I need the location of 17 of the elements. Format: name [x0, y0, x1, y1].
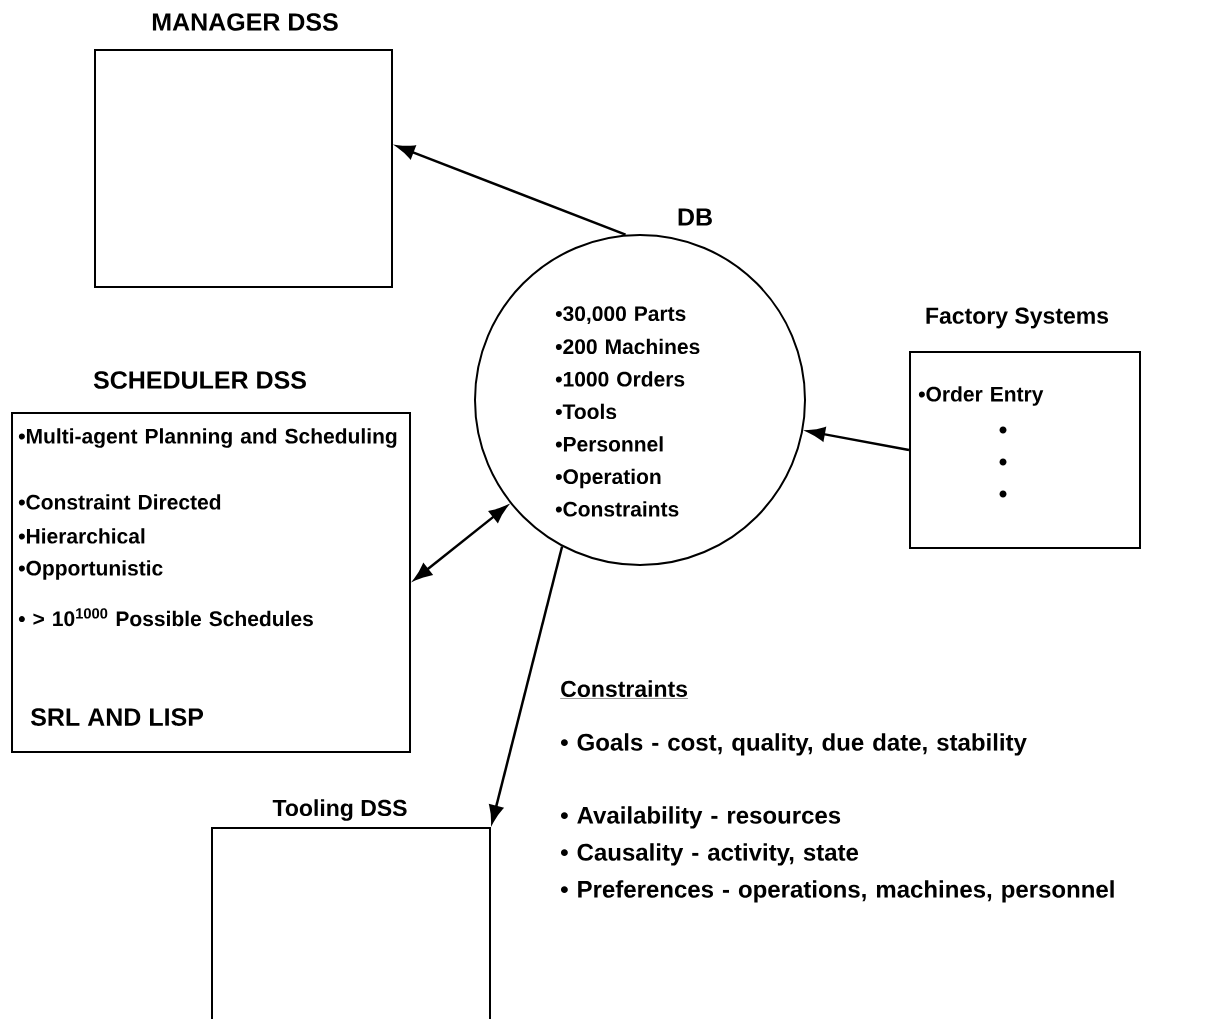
dss-box: Factory Systems •Order Entry	[909, 307, 1141, 549]
constraint-item: • Goals - cost, quality, due date, stability	[561, 733, 1027, 756]
node-label: Tooling DSS	[272, 799, 407, 821]
constraint-item: • Preferences - operations, machines, personnel	[561, 880, 1114, 903]
node-label: DB	[678, 208, 712, 226]
constraint-item: • Causality - activity, state	[561, 843, 859, 866]
dss-box: SCHEDULER DSS •Multi-agent Planning and Scheduling •Constraint Directed •Hierarchical •Opportunistic • > 10$^{1000}$ Possible Schedules SRL AND LISP	[11, 371, 411, 753]
heading: Constraints	[560, 680, 689, 699]
arrow	[396, 145, 626, 236]
dss-box: Tooling DSS	[211, 799, 491, 1019]
dss-box: MANAGER DSS	[94, 13, 393, 288]
arrow	[413, 505, 508, 581]
node-label: Factory Systems	[926, 307, 1109, 329]
arrow	[489, 546, 564, 824]
node-label: MANAGER DSS	[152, 13, 338, 31]
node-label: SCHEDULER DSS	[93, 371, 306, 389]
constraint-item: • Availability - resources	[561, 806, 841, 829]
